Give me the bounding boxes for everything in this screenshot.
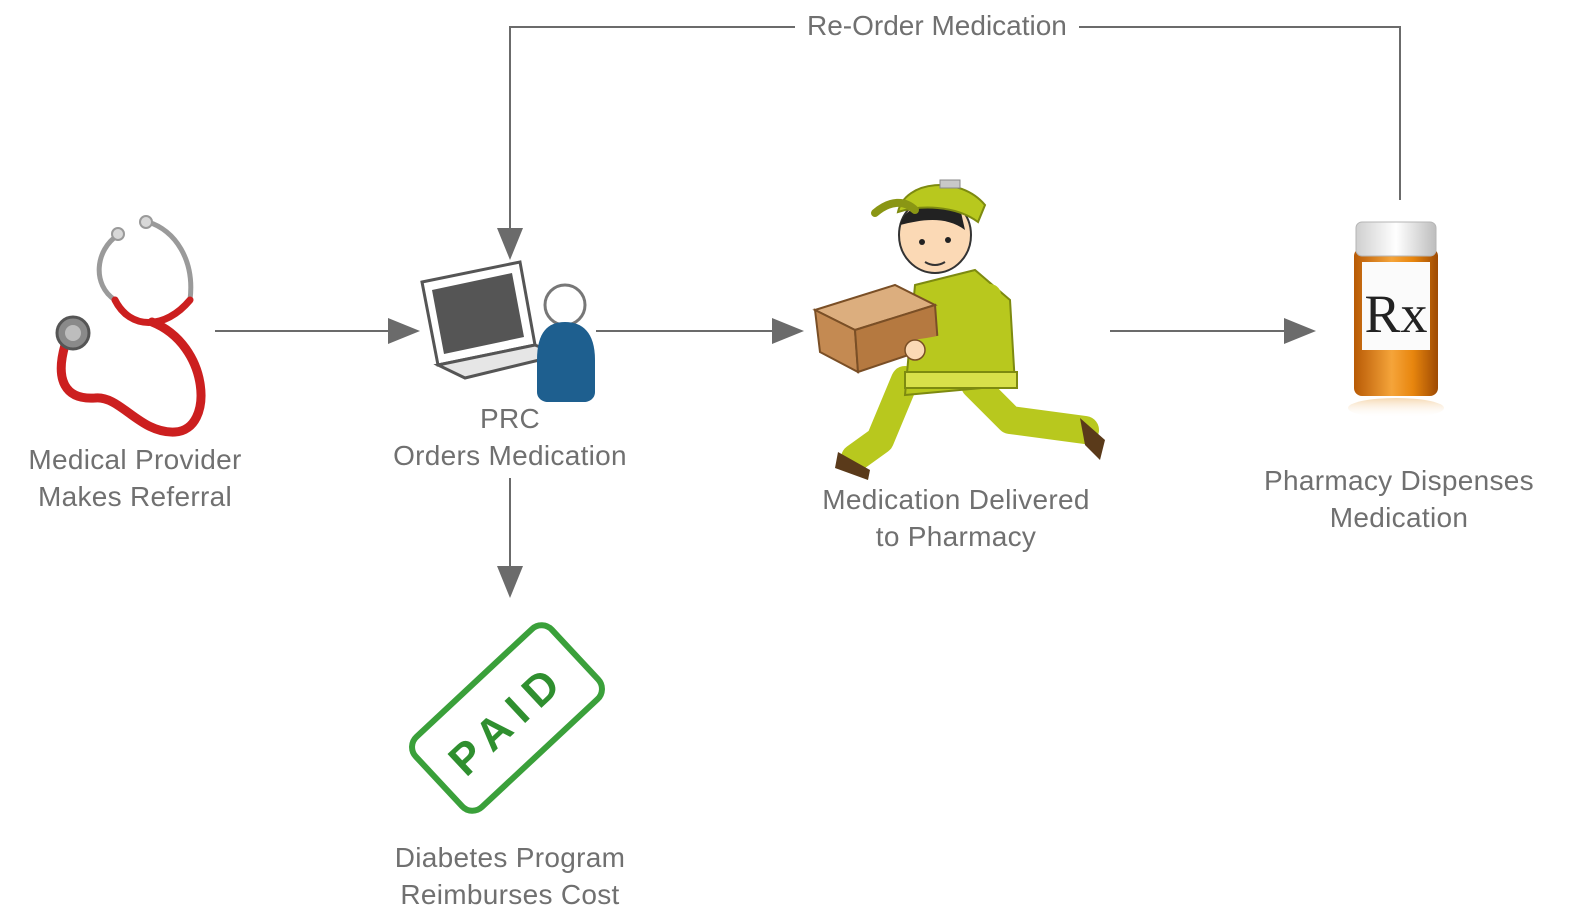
connector-prc-to-delivery <box>596 318 804 344</box>
reimburse-label: Diabetes Program Reimburses Cost <box>365 839 655 913</box>
delivery-courier-icon <box>812 179 1105 480</box>
provider-label-line2: Makes Referral <box>37 481 233 512</box>
pharmacy-label-line1: Pharmacy Dispenses <box>1264 465 1534 496</box>
connector-provider-to-prc <box>215 318 420 344</box>
delivery-label-line1: Medication Delivered <box>822 484 1090 515</box>
laptop-user-icon <box>420 260 595 402</box>
user-icon <box>537 283 595 402</box>
rx-symbol: Rx <box>1364 284 1427 344</box>
prc-label-line1: PRC <box>479 403 541 434</box>
parcel-icon <box>812 283 940 374</box>
provider-label: Medical Provider Makes Referral <box>0 441 270 515</box>
prescription-bottle-icon: Rx <box>1348 221 1444 418</box>
delivery-label-line2: to Pharmacy <box>875 521 1037 552</box>
prc-label-line2: Orders Medication <box>393 440 627 471</box>
prc-label: PRC Orders Medication <box>365 400 655 474</box>
connector-prc-to-reimburse <box>497 478 523 598</box>
pharmacy-label: Pharmacy Dispenses Medication <box>1234 462 1564 536</box>
delivery-label: Medication Delivered to Pharmacy <box>795 481 1117 555</box>
connector-delivery-to-pharmacy <box>1110 318 1316 344</box>
pharmacy-label-line2: Medication <box>1329 502 1469 533</box>
reimburse-label-line1: Diabetes Program <box>394 842 626 873</box>
paid-stamp-icon: PAID <box>409 622 605 814</box>
stethoscope-icon <box>55 215 206 437</box>
reimburse-label-line2: Reimburses Cost <box>400 879 620 910</box>
reorder-medication-label: Re-Order Medication <box>795 8 1079 44</box>
paid-stamp-text: PAID <box>439 653 576 786</box>
provider-label-line1: Medical Provider <box>28 444 242 475</box>
